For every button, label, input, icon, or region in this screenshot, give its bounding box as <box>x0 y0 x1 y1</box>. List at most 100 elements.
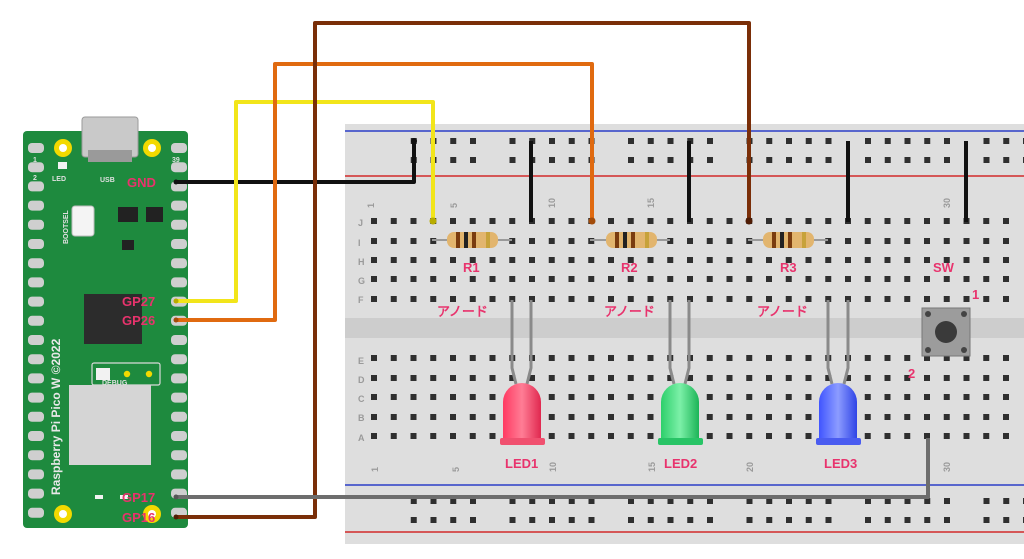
led-2-green <box>658 300 703 445</box>
power-rail-hole <box>430 517 437 523</box>
led1-anode-label: アノード <box>437 304 488 319</box>
breadboard-hole <box>667 257 674 263</box>
breadboard-hole <box>469 394 476 400</box>
pin2-label: 2 <box>33 175 37 182</box>
breadboard-hole <box>608 394 614 400</box>
breadboard-hole <box>529 238 535 244</box>
wire-end-gp17-pin <box>173 494 179 500</box>
wires <box>176 21 968 519</box>
pico-pin-pad <box>28 431 44 441</box>
pico-pin-pad <box>28 373 44 384</box>
power-rail-hole <box>450 157 457 163</box>
breadboard-hole <box>687 257 693 263</box>
power-rail-hole <box>766 157 773 163</box>
breadboard-hole <box>627 394 634 400</box>
breadboard-hole <box>706 433 713 439</box>
breadboard-hole <box>390 355 397 361</box>
breadboard-hole <box>430 394 437 400</box>
breadboard-hole <box>371 414 377 420</box>
led1-cathode-leg <box>525 300 533 385</box>
breadboard-hole <box>726 394 733 400</box>
power-rail-hole <box>865 498 871 504</box>
breadboard-hole <box>450 218 456 224</box>
wire-end-yellow <box>429 217 437 225</box>
breadboard-hole <box>647 433 654 439</box>
breadboard-hole <box>489 433 496 439</box>
col-label-top-15: 15 <box>646 198 656 208</box>
breadboard-hole <box>529 257 535 263</box>
breadboard-hole <box>864 276 871 282</box>
sw-pin1-label: 1 <box>972 287 979 302</box>
bootsel-label: BOOTSEL <box>63 209 70 244</box>
breadboard-hole <box>647 355 654 361</box>
breadboard-hole <box>805 394 812 400</box>
breadboard-hole <box>726 218 733 224</box>
power-rail-hole <box>707 157 713 163</box>
breadboard-hole <box>469 257 476 263</box>
breadboard-hole <box>904 375 911 381</box>
power-rail-hole <box>549 157 555 163</box>
pico-pin-pad <box>171 469 187 480</box>
breadboard-hole <box>1003 433 1009 439</box>
power-rail-hole <box>983 157 990 163</box>
pico-pin-pad <box>28 219 44 230</box>
col-label-bottom-5: 5 <box>451 467 461 472</box>
breadboard-hole <box>430 375 437 381</box>
breadboard-hole <box>588 394 595 400</box>
pico-pin-pad <box>28 143 44 153</box>
breadboard-hole <box>1003 257 1009 263</box>
power-rail-hole <box>944 517 950 523</box>
breadboard-hole <box>943 375 950 381</box>
breadboard-hole <box>667 218 674 224</box>
breadboard-hole <box>450 375 456 381</box>
breadboard-hole <box>568 375 575 381</box>
breadboard-hole <box>568 218 575 224</box>
breadboard-hole <box>746 296 753 302</box>
power-rail-hole <box>865 517 871 523</box>
breadboard-hole <box>963 257 970 263</box>
breadboard-hole <box>390 375 397 381</box>
pico-pin-pad <box>171 335 187 345</box>
breadboard-hole <box>943 257 950 263</box>
breadboard-hole <box>489 257 496 263</box>
power-rail-hole <box>746 498 753 504</box>
breadboard-hole <box>1003 238 1009 244</box>
breadboard-hole <box>805 433 812 439</box>
resistor-r2-band-2 <box>623 232 627 248</box>
resistor-r1-band-2 <box>464 232 468 248</box>
breadboard-hole <box>469 355 476 361</box>
breadboard-hole <box>983 238 990 244</box>
row-label-h: H <box>358 257 365 267</box>
breadboard-hole <box>746 257 753 263</box>
breadboard-hole <box>864 433 871 439</box>
center-channel <box>345 318 1024 338</box>
power-rail-hole <box>450 498 457 504</box>
breadboard-hole <box>943 276 950 282</box>
col-label-bottom-10: 10 <box>548 462 558 472</box>
pico-pin-pad <box>28 277 44 288</box>
breadboard: J I H G F E D C B A 1 5 10 15 30 1 5 10 … <box>345 124 1024 544</box>
row-label-c: C <box>358 394 365 404</box>
r2-label: R2 <box>621 260 638 275</box>
smd-part-2 <box>120 495 128 499</box>
mount-hole-bottom-left-center <box>59 510 67 518</box>
breadboard-hole <box>687 276 693 282</box>
power-rail-hole <box>549 138 555 144</box>
breadboard-hole <box>450 257 456 263</box>
power-rail-hole <box>825 498 832 504</box>
breadboard-hole <box>410 433 417 439</box>
breadboard-hole <box>608 375 614 381</box>
breadboard-hole <box>410 394 417 400</box>
breadboard-hole <box>390 218 397 224</box>
power-rail-hole <box>549 498 555 504</box>
breadboard-hole <box>884 433 891 439</box>
pico-pin-pad <box>28 162 44 173</box>
breadboard-hole <box>864 296 871 302</box>
breadboard-hole <box>390 394 397 400</box>
breadboard-hole <box>864 375 871 381</box>
debug-pad-2 <box>123 370 131 378</box>
resistor-r1 <box>432 232 512 248</box>
breadboard-hole <box>904 276 911 282</box>
power-rail-hole <box>1003 498 1010 504</box>
power-rail-hole <box>568 157 575 163</box>
